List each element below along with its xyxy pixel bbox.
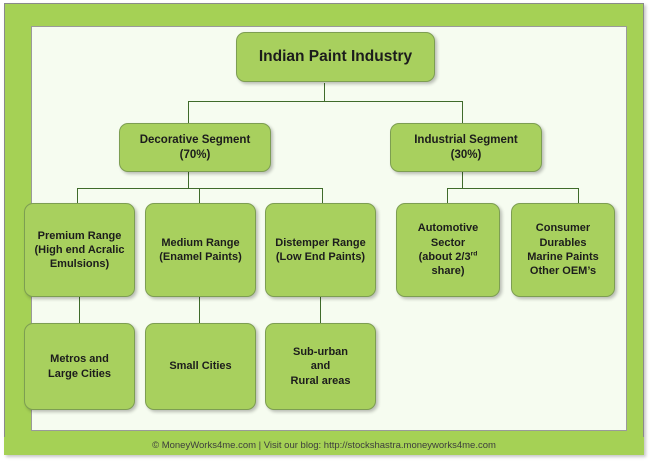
node-decorative-segment[interactable]: Decorative Segment (70%)	[119, 123, 271, 172]
connector-decorative-to-medium	[199, 188, 200, 203]
node-sublabel-1: Durables	[539, 236, 587, 249]
connector-industrial-to-automotive	[447, 188, 448, 203]
node-automotive-sector[interactable]: Automotive Sector (about 2/3rd share)	[396, 203, 500, 297]
node-label: Consumer	[535, 222, 591, 235]
node-sublabel-1: Sector	[430, 236, 466, 249]
node-label: Sub-urban	[293, 346, 348, 359]
footer-bar: © MoneyWorks4me.com | Visit our blog: ht…	[4, 437, 644, 455]
node-indian-paint-industry[interactable]: Indian Paint Industry	[236, 32, 435, 82]
node-label: Premium Range	[37, 229, 122, 242]
node-label: Industrial Segment	[414, 133, 518, 146]
node-sublabel-3: Other OEM’s	[529, 265, 597, 278]
node-distemper-range[interactable]: Distemper Range (Low End Paints)	[265, 203, 376, 297]
connector-decorative-stem	[188, 172, 189, 188]
node-consumer-durables[interactable]: Consumer Durables Marine Paints Other OE…	[511, 203, 615, 297]
ordinal-suffix: rd	[470, 250, 478, 258]
node-sublabel: (70%)	[179, 148, 211, 161]
node-label: Small Cities	[169, 360, 232, 373]
connector-distemper-to-suburban	[320, 297, 321, 323]
node-sublabel-2: Rural areas	[290, 374, 351, 387]
node-suburban-rural[interactable]: Sub-urban and Rural areas	[265, 323, 376, 410]
node-industrial-segment[interactable]: Industrial Segment (30%)	[390, 123, 542, 172]
node-sublabel-1: and	[310, 360, 331, 373]
node-label: Decorative Segment	[139, 133, 251, 146]
connector-root-stem	[324, 83, 325, 101]
connector-decorative-to-premium	[77, 188, 78, 203]
connector-medium-to-smallcities	[199, 297, 200, 323]
node-sublabel-1: (Low End Paints)	[275, 251, 366, 263]
connector-industrial-stem	[462, 172, 463, 188]
node-label: Medium Range	[161, 236, 240, 249]
node-sublabel-3: share)	[431, 265, 465, 278]
node-sublabel-1: Large Cities	[48, 367, 111, 380]
node-medium-range[interactable]: Medium Range (Enamel Paints)	[145, 203, 256, 297]
node-label: Metros and	[50, 353, 109, 366]
node-sublabel-1: (High end Acralic	[34, 243, 125, 256]
node-sublabel-1: (Enamel Paints)	[159, 251, 242, 263]
node-sublabel-2: Marine Paints	[527, 251, 599, 263]
node-premium-range[interactable]: Premium Range (High end Acralic Emulsion…	[24, 203, 135, 297]
node-small-cities[interactable]: Small Cities	[145, 323, 256, 410]
connector-industrial-to-consumer	[578, 188, 579, 203]
connector-industrial-bus	[447, 188, 578, 189]
node-label: Indian Paint Industry	[258, 47, 413, 65]
connector-root-to-industrial	[462, 101, 463, 124]
footer-credit-text: © MoneyWorks4me.com | Visit our blog: ht…	[152, 440, 496, 451]
node-sublabel: (30%)	[450, 148, 482, 161]
connector-root-to-decorative	[188, 101, 189, 124]
node-metros-large-cities[interactable]: Metros and Large Cities	[24, 323, 135, 410]
connector-root-bus	[188, 101, 462, 102]
connector-decorative-to-distemper	[322, 188, 323, 203]
node-label: Automotive	[417, 222, 479, 235]
node-label: Distemper Range	[275, 236, 366, 249]
node-sublabel-2: (about 2/3	[418, 251, 471, 263]
connector-premium-to-metros	[79, 297, 80, 323]
node-sublabel-2: Emulsions)	[49, 258, 110, 271]
